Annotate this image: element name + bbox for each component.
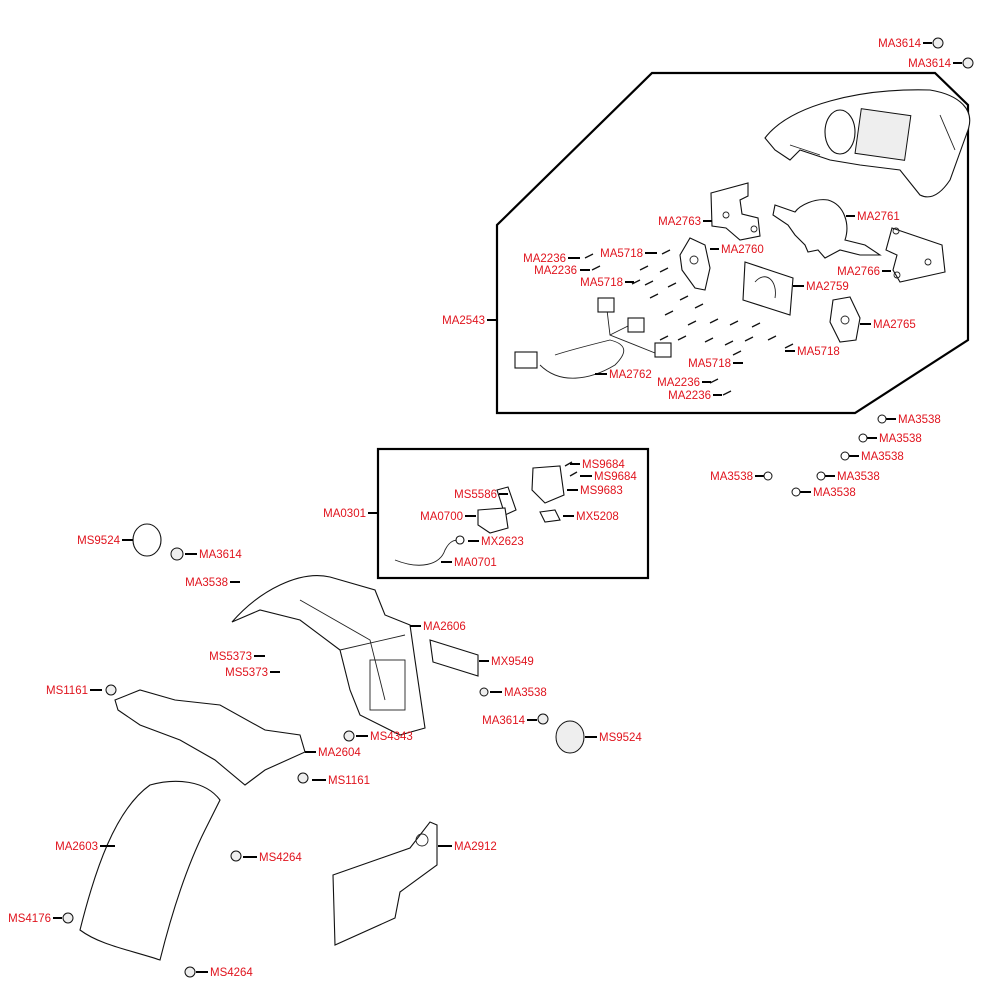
- bulb-holder-icon: [829, 296, 861, 343]
- callout-ms1161: MS1161: [328, 775, 370, 787]
- callout-ma3614: MA3614: [482, 715, 525, 727]
- rear-fender-icon: [231, 575, 426, 736]
- callout-mx5208: MX5208: [576, 511, 619, 523]
- tail-light-housing: [764, 89, 971, 198]
- bracket-icon: [710, 182, 761, 241]
- callout-ma2236: MA2236: [668, 390, 711, 402]
- callout-ma3538: MA3538: [861, 451, 904, 463]
- callout-ma3538: MA3538: [837, 471, 880, 483]
- gasket-icon: [772, 199, 882, 259]
- callout-ms9684: MS9684: [594, 471, 637, 483]
- callout-ms4264: MS4264: [259, 852, 302, 864]
- plate-icon: [742, 261, 794, 316]
- callout-ma2763: MA2763: [658, 216, 701, 228]
- callout-ma3538: MA3538: [504, 687, 547, 699]
- callout-ma5718: MA5718: [600, 248, 643, 260]
- callout-ma3614: MA3614: [199, 549, 242, 561]
- callout-ma2606: MA2606: [423, 621, 466, 633]
- callout-ma0301: MA0301: [323, 508, 366, 520]
- callout-ma2236: MA2236: [534, 265, 577, 277]
- callout-ma2762: MA2762: [609, 369, 652, 381]
- callout-ms1161: MS1161: [46, 685, 88, 697]
- inner-fender-icon: [114, 689, 306, 786]
- callout-ma2603: MA2603: [55, 841, 98, 853]
- bolt-icon: [763, 414, 887, 497]
- callout-ma3538: MA3538: [898, 414, 941, 426]
- group-box-tail-light-assembly: [495, 71, 970, 415]
- callout-ms4343: MS4343: [370, 731, 413, 743]
- callout-ma2760: MA2760: [721, 244, 764, 256]
- callout-mx9549: MX9549: [491, 656, 534, 668]
- callout-ma2236: MA2236: [523, 253, 566, 265]
- bracket-icon: [429, 639, 479, 677]
- callouts: MA3614 MA3614 MA2763 MA2761 MA2236 MA571…: [8, 38, 962, 979]
- callout-ma5718: MA5718: [580, 277, 623, 289]
- nut-icon: [62, 547, 549, 978]
- callout-ma2759: MA2759: [806, 281, 849, 293]
- nut-icon: [932, 37, 974, 69]
- callout-ma3538: MA3538: [813, 487, 856, 499]
- callout-ms9524: MS9524: [77, 535, 120, 547]
- screw-field: [584, 249, 794, 396]
- callout-ma3538: MA3538: [879, 433, 922, 445]
- callout-ma0700: MA0700: [420, 511, 463, 523]
- callout-ms4264: MS4264: [210, 967, 253, 979]
- mudguard-icon: [79, 780, 221, 961]
- callout-ms4176: MS4176: [8, 913, 51, 925]
- callout-ma2236: MA2236: [657, 377, 700, 389]
- callout-ma2543: MA2543: [442, 315, 485, 327]
- wiring-harness-icon: [514, 297, 672, 379]
- splash-guard-icon: [332, 821, 438, 946]
- callout-ms5373: MS5373: [209, 651, 252, 663]
- license-light-parts: [394, 461, 578, 566]
- callout-ma0701: MA0701: [454, 557, 497, 569]
- callout-ma2912: MA2912: [454, 841, 497, 853]
- callout-ms9684: MS9684: [582, 459, 625, 471]
- callout-ms9524: MS9524: [599, 732, 642, 744]
- reflector-icon: [555, 720, 585, 754]
- callout-ma3614: MA3614: [908, 58, 951, 70]
- callout-ma2766: MA2766: [837, 266, 880, 278]
- callout-ms9683: MS9683: [580, 485, 623, 497]
- callout-ms5373: MS5373: [225, 667, 268, 679]
- bracket-icon: [885, 227, 946, 283]
- callout-mx2623: MX2623: [481, 536, 524, 548]
- callout-ma3538: MA3538: [710, 471, 753, 483]
- callout-ma3614: MA3614: [878, 38, 921, 50]
- callout-ma5718: MA5718: [797, 346, 840, 358]
- callout-ma2604: MA2604: [318, 747, 361, 759]
- callout-ma2761: MA2761: [857, 211, 900, 223]
- callout-ma3538: MA3538: [185, 577, 228, 589]
- callout-ma5718: MA5718: [688, 358, 731, 370]
- reflector-icon: [132, 523, 162, 557]
- callout-ms5586: MS5586: [454, 489, 497, 501]
- callout-ma2765: MA2765: [873, 319, 916, 331]
